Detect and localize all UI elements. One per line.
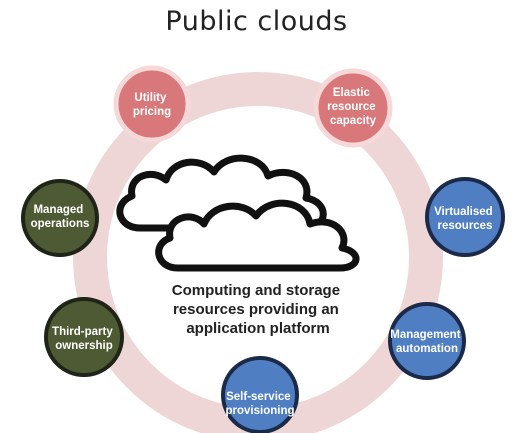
svg-text:Utility pricing: Utility pricing xyxy=(133,92,171,118)
center-text-line: resources providing an xyxy=(173,301,339,318)
node-label: resource xyxy=(327,101,376,113)
node-utility-pricing: Utility pricing xyxy=(113,65,191,143)
node-label: Virtualised xyxy=(434,206,493,218)
svg-text:Virtualised resources: Virtualised resources xyxy=(434,206,496,232)
center-text-line: Computing and storage xyxy=(172,282,340,299)
svg-text:Third-party ownership: Third-party ownership xyxy=(52,326,116,352)
center-description: Computing and storage resources providin… xyxy=(172,282,345,337)
node-label: automation xyxy=(396,343,458,355)
node-label: provisioning xyxy=(226,405,295,417)
cloud-icon xyxy=(116,154,360,272)
node-label: pricing xyxy=(133,106,171,118)
front-cloud-shape xyxy=(155,199,360,272)
svg-text:Managed operations: Managed operations xyxy=(31,204,90,230)
node-managed-operations: Managed operations xyxy=(21,179,99,257)
node-label: capacity xyxy=(330,115,377,127)
node-label: resources xyxy=(438,220,493,232)
node-self-service-provisioning: Self-service provisioning xyxy=(221,356,299,433)
diagram-title: Public clouds xyxy=(165,6,348,37)
node-label: Third-party xyxy=(52,326,113,338)
node-label: Elastic xyxy=(333,87,371,99)
svg-text:Elastic resource c: Elastic resource capacity xyxy=(327,87,379,127)
node-label: operations xyxy=(31,218,90,230)
node-label: Managed xyxy=(33,204,83,216)
node-label: Utility xyxy=(134,92,167,104)
svg-text:Self-service provisionin: Self-service provisioning xyxy=(226,391,295,417)
node-virtualised-resources: Virtualised resources xyxy=(425,177,505,257)
center-text-line: application platform xyxy=(186,320,329,337)
node-elastic-resource-capacity: Elastic resource capacity xyxy=(313,68,393,148)
node-third-party-ownership: Third-party ownership xyxy=(44,297,124,377)
node-label: Management xyxy=(390,329,460,341)
svg-text:Management automation: Management automation xyxy=(390,329,464,355)
node-label: Self-service xyxy=(226,391,291,403)
node-label: ownership xyxy=(55,340,113,352)
node-management-automation: Management automation xyxy=(388,302,466,380)
